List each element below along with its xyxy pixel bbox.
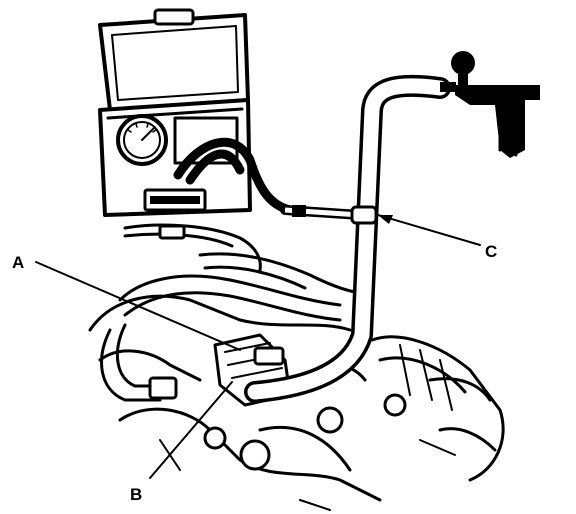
hand-vacuum-pump	[440, 51, 540, 158]
leader-line-b	[149, 381, 233, 479]
test-hose	[244, 74, 451, 403]
leader-line-c	[377, 214, 481, 246]
hose-clamp-c	[350, 205, 378, 225]
arrowhead-c-icon	[378, 215, 393, 224]
callout-label-a: A	[12, 253, 24, 272]
leader-line-a	[35, 261, 241, 351]
callout-label-c: C	[485, 242, 497, 261]
vacuum-tester-case	[98, 8, 295, 272]
callout-leaders	[35, 214, 481, 479]
callout-label-b: B	[130, 485, 142, 504]
